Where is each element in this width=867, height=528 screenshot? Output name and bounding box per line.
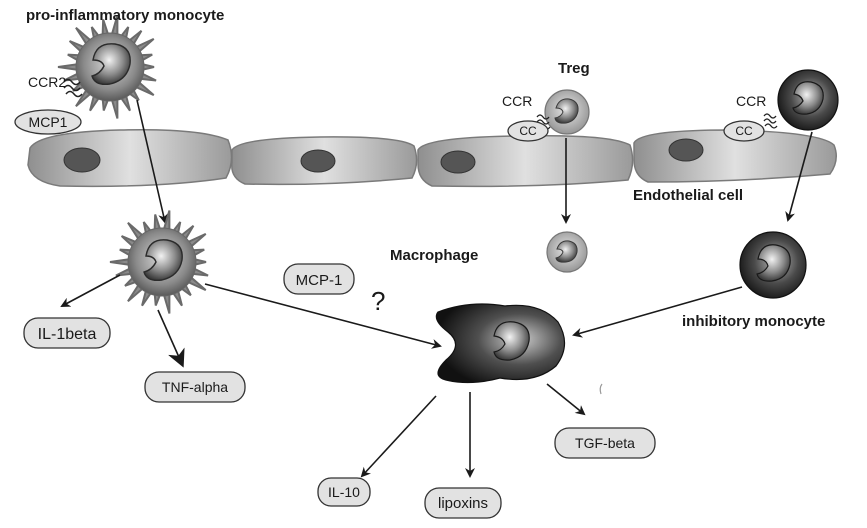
- cc-pill-inhibitory: [723, 120, 765, 142]
- arrow-to-tnf-alpha: [157, 309, 185, 368]
- endothelial-nucleus-2: [300, 149, 336, 173]
- il10-pill: [317, 477, 371, 507]
- arrow-inhibitory-to-macrophage: [572, 286, 743, 338]
- il1beta-pill: [23, 317, 111, 349]
- ccr2-receptor-icon: [63, 78, 83, 98]
- nucleus-icon: [756, 244, 791, 282]
- endothelial-cell-1: [27, 128, 233, 188]
- label-ccr-inhibitory: CCR: [736, 93, 766, 109]
- question-mark: ?: [371, 286, 385, 316]
- mcp1-pill-top: [14, 109, 82, 135]
- endothelial-nucleus-1: [63, 147, 101, 173]
- inhibitory-monocyte-middle: [739, 231, 807, 299]
- endothelial-layer: [27, 128, 837, 188]
- label-mcp1-middle: MCP-1: [296, 272, 343, 289]
- label-inhibitory-monocyte: inhibitory monocyte: [682, 313, 825, 330]
- label-treg: Treg: [558, 60, 590, 77]
- tgf-beta-pill: [554, 427, 656, 459]
- spike-icon: [109, 257, 132, 267]
- label-cc-inhibitory: CC: [735, 124, 753, 138]
- label-ccr-treg: CCR: [502, 93, 532, 109]
- endothelial-nucleus-3: [440, 150, 476, 174]
- label-mcp1-top: MCP1: [29, 114, 68, 130]
- macrophage-cell: [435, 303, 566, 384]
- label-il1beta: IL-1beta: [38, 326, 97, 343]
- label-tgf-beta: TGF-beta: [575, 435, 635, 451]
- spike-icon: [57, 62, 80, 72]
- arrow-inhibitory-down: [785, 131, 813, 222]
- endothelial-nucleus-4: [668, 138, 704, 162]
- nucleus-icon: [143, 239, 183, 282]
- mcp1-pill-middle: [283, 263, 355, 295]
- label-il10: IL-10: [328, 484, 360, 500]
- arrow-to-il1beta: [60, 274, 121, 307]
- endothelial-cell-3: [417, 134, 634, 188]
- tnf-alpha-pill: [144, 371, 246, 403]
- lipoxins-pill: [424, 487, 502, 519]
- arrow-to-tgf-beta: [546, 383, 586, 416]
- arrow-monocyte-down: [136, 99, 169, 224]
- pro-inflammatory-monocyte-top: [57, 15, 157, 119]
- label-pro-inflammatory-monocyte: pro-inflammatory monocyte: [26, 7, 224, 24]
- ccr-receptor-icon-inhibitory: [763, 113, 778, 129]
- nucleus-icon: [792, 81, 824, 115]
- arrow-to-il10: [360, 395, 437, 478]
- label-lipoxins: lipoxins: [438, 495, 488, 512]
- treg-cell-lower: [546, 231, 588, 273]
- nucleus-icon: [91, 43, 131, 86]
- pro-inflammatory-monocyte-middle: [109, 210, 209, 314]
- label-cc-treg: CC: [519, 124, 537, 138]
- cc-pill-treg: [507, 120, 549, 142]
- label-ccr2: CCR2: [28, 74, 66, 90]
- label-endothelial-cell: Endothelial cell: [633, 187, 743, 204]
- inhibitory-monocyte-top: [763, 69, 839, 131]
- nucleus-icon: [554, 98, 579, 124]
- label-tnf-alpha: TNF-alpha: [162, 379, 228, 395]
- label-macrophage: Macrophage: [390, 247, 478, 264]
- arrow-to-macrophage: [204, 283, 442, 349]
- nucleus-icon: [493, 321, 530, 361]
- small-stroke-mark: [599, 383, 603, 395]
- treg-cell: [536, 89, 590, 135]
- nucleus-icon: [555, 240, 578, 263]
